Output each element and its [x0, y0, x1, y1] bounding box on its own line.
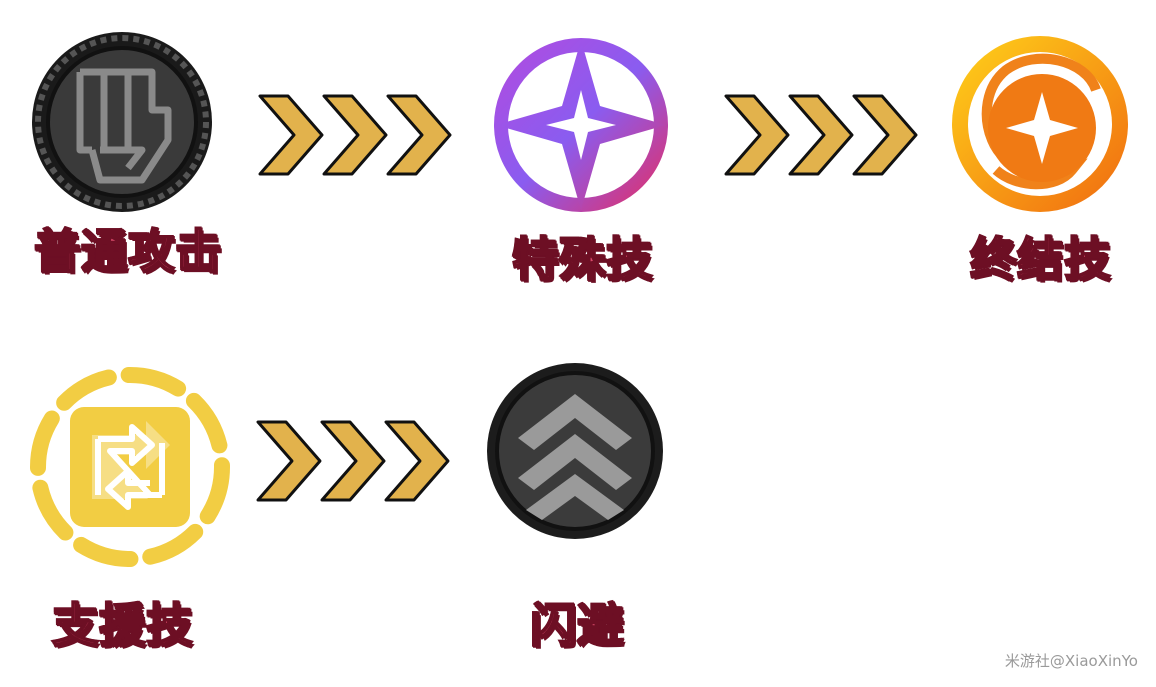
chevron-arrows-icon	[258, 94, 452, 176]
watermark: 米游社@XiaoXinYo	[1004, 652, 1138, 670]
skill-label-ultimate: 终结技	[969, 232, 1111, 286]
chevron-arrows-icon	[256, 420, 450, 502]
skill-label-support: 支援技	[51, 598, 193, 652]
skill-label-basic-attack: 普通攻击	[33, 224, 222, 278]
skill-label-special: 特殊技	[511, 232, 653, 286]
chevron-arrows-icon	[724, 94, 918, 176]
four-point-star-icon	[494, 38, 668, 212]
chevrons-up-icon	[487, 363, 663, 539]
swirl-star-icon	[952, 36, 1128, 212]
swap-arrows-icon	[30, 367, 230, 567]
fist-icon	[32, 32, 212, 212]
skill-label-dodge: 闪避	[529, 598, 624, 652]
